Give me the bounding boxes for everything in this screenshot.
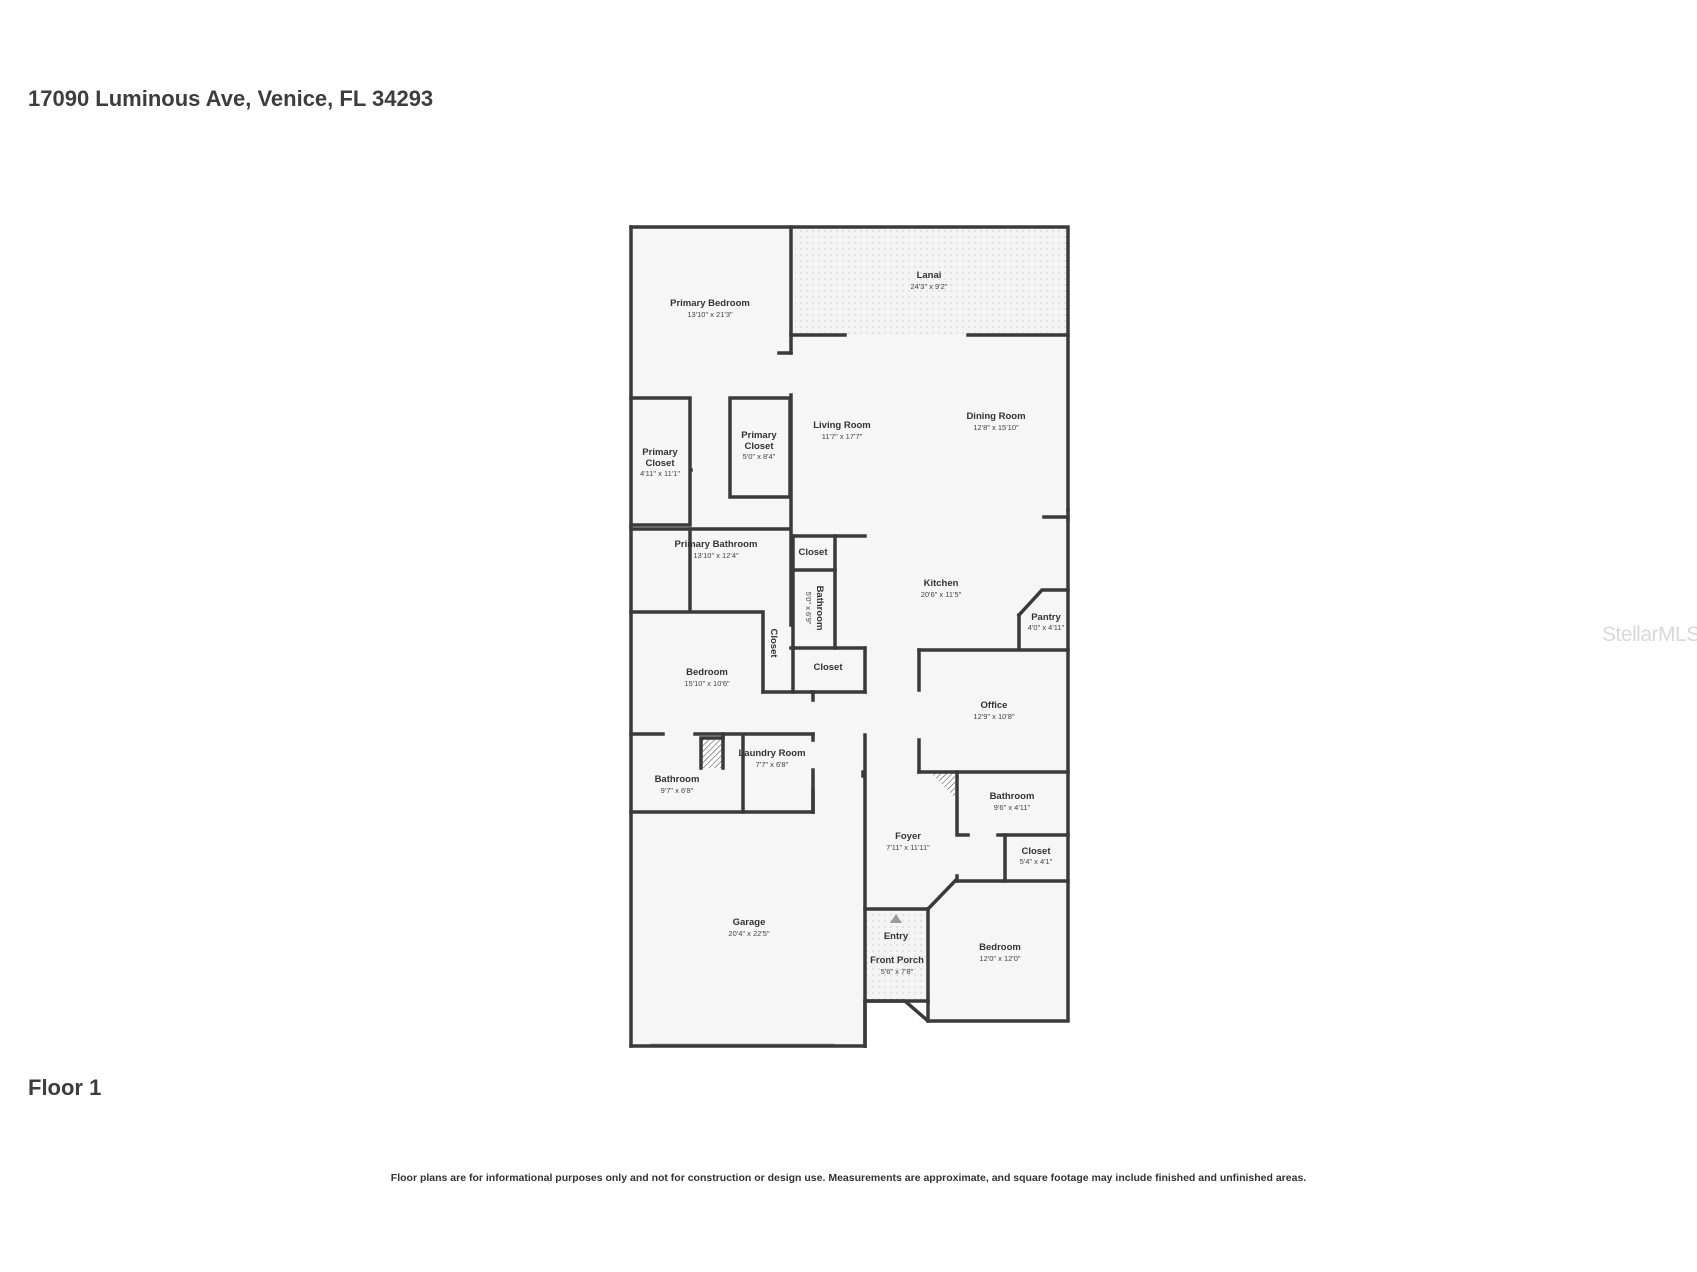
room-label-primary-bathroom: Primary Bathroom 13'10" x 12'4" [675,539,758,560]
room-name: Closet [744,441,774,452]
room-label-kitchen: Kitchen 20'6" x 11'5" [921,578,962,599]
room-label-foyer: Foyer 7'11" x 11'11" [886,831,930,852]
room-name: Office [981,700,1008,711]
room-name: Primary [642,447,678,458]
room-label-bedroom-2: Bedroom 12'0" x 12'0" [979,942,1021,963]
room-label-pantry: Pantry 4'0" x 4'11" [1028,612,1065,632]
floor-label: Floor 1 [28,1075,102,1100]
room-name: Primary Bedroom [670,298,750,309]
entry-arrow-icon [890,914,902,923]
room-name: Primary [741,430,777,441]
room-label-closet-b: Closet [813,662,843,673]
room-dims: 13'10" x 12'4" [693,551,739,560]
room-name: Pantry [1031,612,1061,623]
room-name: Bathroom [990,791,1035,802]
room-label-office: Office 12'9" x 10'8" [973,700,1014,721]
room-name: Living Room [813,420,871,431]
room-name: Bedroom [686,667,728,678]
room-label-closet-vertical: Closet [768,628,779,658]
room-name: Closet [798,547,828,558]
property-address: 17090 Luminous Ave, Venice, FL 34293 [28,86,434,111]
room-name: Foyer [895,831,921,842]
room-name: Garage [733,917,766,928]
room-label-primary-closet-2: Primary Closet 5'0" x 8'4" [741,430,777,461]
room-name: Lanai [917,270,942,281]
room-dims: 15'10" x 10'6" [684,679,730,688]
room-dims: 12'9" x 10'8" [973,712,1014,721]
walls [629,225,1070,1048]
room-dims: 5'6" x 7'8" [881,967,914,976]
room-dims: 4'0" x 4'11" [1028,623,1065,632]
entry-marker: Entry [884,914,909,942]
room-name: Kitchen [924,578,959,589]
room-name: Dining Room [966,411,1025,422]
room-dims: 9'7" x 6'8" [661,786,694,795]
room-name: Front Porch [870,955,924,966]
room-label-laundry-room: Laundry Room 7'7" x 6'8" [738,748,805,769]
disclaimer-text: Floor plans are for informational purpos… [390,1172,1307,1184]
room-name: Closet [768,628,779,658]
room-name: Primary Bathroom [675,539,758,550]
room-dims: 20'4" x 22'5" [728,929,769,938]
room-name: Bathroom [655,774,700,785]
room-label-closet-c: Closet 5'4" x 4'1" [1020,846,1053,866]
room-label-living-room: Living Room 11'7" x 17'7" [813,420,871,441]
room-name: Closet [813,662,843,673]
room-label-garage: Garage 20'4" x 22'5" [728,917,769,938]
room-dims: 5'4" x 4'1" [1020,857,1053,866]
room-name: Closet [645,458,675,469]
room-name: Bedroom [979,942,1021,953]
room-dims: 4'11" x 11'1" [640,469,680,478]
room-label-closet-a: Closet [798,547,828,558]
room-dims: 9'6" x 4'11" [994,803,1031,812]
room-label-bathroom-2: Bathroom 9'6" x 4'11" [990,791,1035,812]
room-name: Laundry Room [738,748,805,759]
room-label-bathroom-1: Bathroom 9'7" x 6'8" [655,774,700,795]
room-label-dining-room: Dining Room 12'8" x 15'10" [966,411,1025,432]
room-dims: 24'3" x 9'2" [911,282,948,291]
room-dims: 7'11" x 11'11" [886,843,930,852]
room-label-front-porch: Front Porch 5'6" x 7'8" [870,955,924,976]
watermark-logo: StellarMLS [1602,623,1697,646]
room-dims: 5'0" x 6'9" [804,592,813,625]
room-dims: 13'10" x 21'3" [687,310,733,319]
room-dims: 12'8" x 15'10" [973,423,1019,432]
room-dims: 7'7" x 6'8" [756,760,789,769]
room-name: Bathroom [814,586,825,631]
room-name: Entry [884,931,909,942]
room-dims: 20'6" x 11'5" [921,590,962,599]
room-label-lanai: Lanai 24'3" x 9'2" [911,270,948,291]
room-label-bathroom-vertical: Bathroom 5'0" x 6'9" [804,586,825,631]
room-dims: 11'7" x 17'7" [822,432,863,441]
room-label-primary-closet-1: Primary Closet 4'11" x 11'1" [640,447,680,478]
floor-fill [631,227,1068,1046]
room-label-bedroom-1: Bedroom 15'10" x 10'6" [684,667,730,688]
room-label-primary-bedroom: Primary Bedroom 13'10" x 21'3" [670,298,750,319]
room-dims: 5'0" x 8'4" [743,452,776,461]
room-dims: 12'0" x 12'0" [979,954,1020,963]
room-name: Closet [1021,846,1051,857]
